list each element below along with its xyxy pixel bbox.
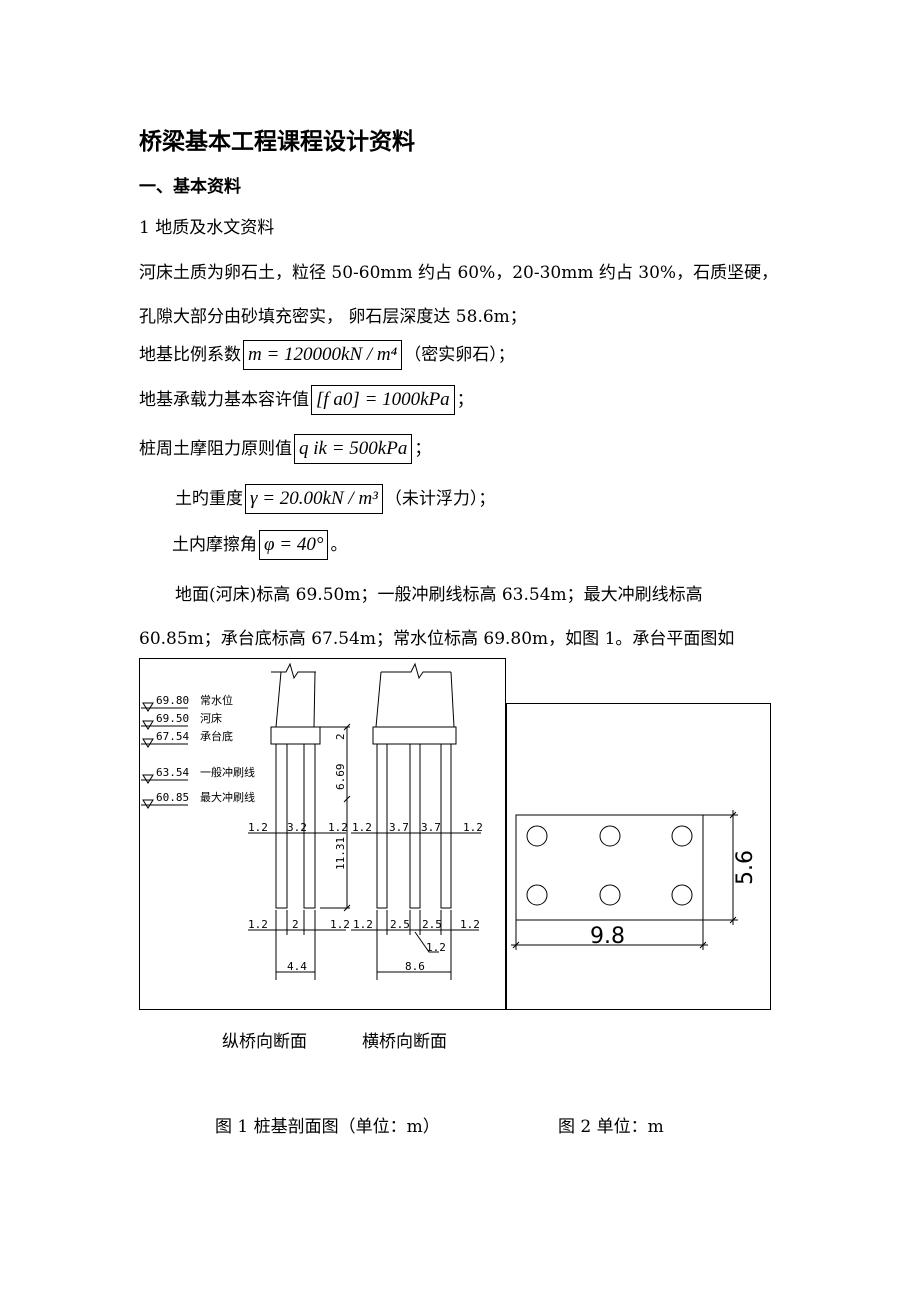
dim-label: 3.2 bbox=[287, 821, 307, 834]
formula-box: m = 120000kN / m⁴ bbox=[243, 340, 403, 370]
dim-label: 1.2 bbox=[330, 918, 350, 931]
dim-label: 1.2 bbox=[248, 918, 268, 931]
param-label: 地基比例系数 bbox=[139, 345, 241, 365]
level-name: 常水位 bbox=[200, 693, 233, 707]
transverse-section bbox=[351, 662, 481, 980]
formula-box: q ik = 500kPa bbox=[294, 434, 413, 464]
dim-label: 8.6 bbox=[405, 960, 425, 973]
param-suffix: ； bbox=[456, 390, 474, 410]
level-name: 最大冲刷线 bbox=[200, 790, 255, 804]
doc-title: 桥梁基本工程课程设计资料 bbox=[139, 128, 415, 155]
dim-label: 3.7 bbox=[389, 821, 409, 834]
dim-label: 3.7 bbox=[421, 821, 441, 834]
param-row: 地基承载力基本容许值[f a0] = 1000kPa； bbox=[139, 385, 474, 415]
level-value: 67.54 bbox=[156, 730, 189, 743]
dim-label: 2.5 bbox=[422, 918, 442, 931]
dim-label: 2 bbox=[292, 918, 299, 931]
param-suffix: ； bbox=[414, 439, 432, 459]
param-label: 土旳重度 bbox=[175, 489, 243, 509]
cap-height-label: 5.6 bbox=[733, 850, 758, 885]
level-value: 69.50 bbox=[156, 712, 189, 725]
dim-label: 6.69 bbox=[334, 764, 347, 791]
level-value: 63.54 bbox=[156, 766, 189, 779]
longitudinal-section bbox=[248, 662, 351, 980]
level-value: 69.80 bbox=[156, 694, 189, 707]
param-suffix: 。 bbox=[330, 535, 348, 555]
dim-label: 11.31 bbox=[334, 837, 347, 870]
param-suffix: （密实卵石）； bbox=[404, 345, 515, 365]
fig2-frame bbox=[506, 703, 771, 1010]
param-suffix: （未计浮力）； bbox=[384, 489, 496, 509]
dim-label: 1.2 bbox=[353, 918, 373, 931]
paragraph-line: 孔隙大部分由砂填充密实， 卵石层深度达 58.6m； bbox=[139, 307, 527, 327]
paragraph-line: 60.85m；承台底标高 67.54m；常水位标高 69.80m，如图 1。承台… bbox=[139, 629, 735, 649]
subsection-heading: 1 地质及水文资料 bbox=[139, 218, 275, 238]
formula-box: φ = 40° bbox=[259, 530, 329, 560]
dim-label: 1.2 bbox=[352, 821, 372, 834]
fig1-caption: 图 1 桩基剖面图（单位：m） bbox=[215, 1117, 440, 1137]
dim-label: 1.2 bbox=[248, 821, 268, 834]
param-label: 桩周土摩阻力原则值 bbox=[139, 439, 292, 459]
param-label: 土内摩擦角 bbox=[172, 535, 257, 555]
fig1-caption-left: 纵桥向断面 bbox=[222, 1032, 307, 1052]
paragraph-line: 河床土质为卵石土，粒径 50-60mm 约占 60%，20-30mm 约占 30… bbox=[139, 263, 779, 283]
cap-plan bbox=[511, 810, 738, 950]
formula-box: γ = 20.00kN / m³ bbox=[245, 484, 383, 514]
level-name: 承台底 bbox=[200, 729, 233, 743]
dim-label: 1.2 bbox=[463, 821, 483, 834]
dim-label: 1.2 bbox=[328, 821, 348, 834]
fig1-caption-right: 横桥向断面 bbox=[362, 1032, 447, 1052]
dim-label: 1.2 bbox=[460, 918, 480, 931]
level-markers bbox=[141, 702, 188, 809]
dim-label: 2.5 bbox=[390, 918, 410, 931]
fig2-caption: 图 2 单位：m bbox=[558, 1117, 664, 1137]
level-name: 河床 bbox=[200, 711, 222, 725]
dim-label: 1.2 bbox=[426, 941, 446, 954]
fig1-frame bbox=[139, 658, 506, 1010]
level-name: 一般冲刷线 bbox=[200, 765, 255, 779]
level-value: 60.85 bbox=[156, 791, 189, 804]
dim-label: 2 bbox=[334, 733, 347, 740]
paragraph-line: 地面(河床)标高 69.50m；一般冲刷线标高 63.54m；最大冲刷线标高 bbox=[175, 585, 703, 605]
dim-label: 4.4 bbox=[287, 960, 307, 973]
formula-box: [f a0] = 1000kPa bbox=[311, 385, 455, 415]
param-label: 地基承载力基本容许值 bbox=[139, 390, 309, 410]
cap-width-label: 9.8 bbox=[590, 924, 625, 949]
section-heading: 一、基本资料 bbox=[139, 177, 241, 197]
